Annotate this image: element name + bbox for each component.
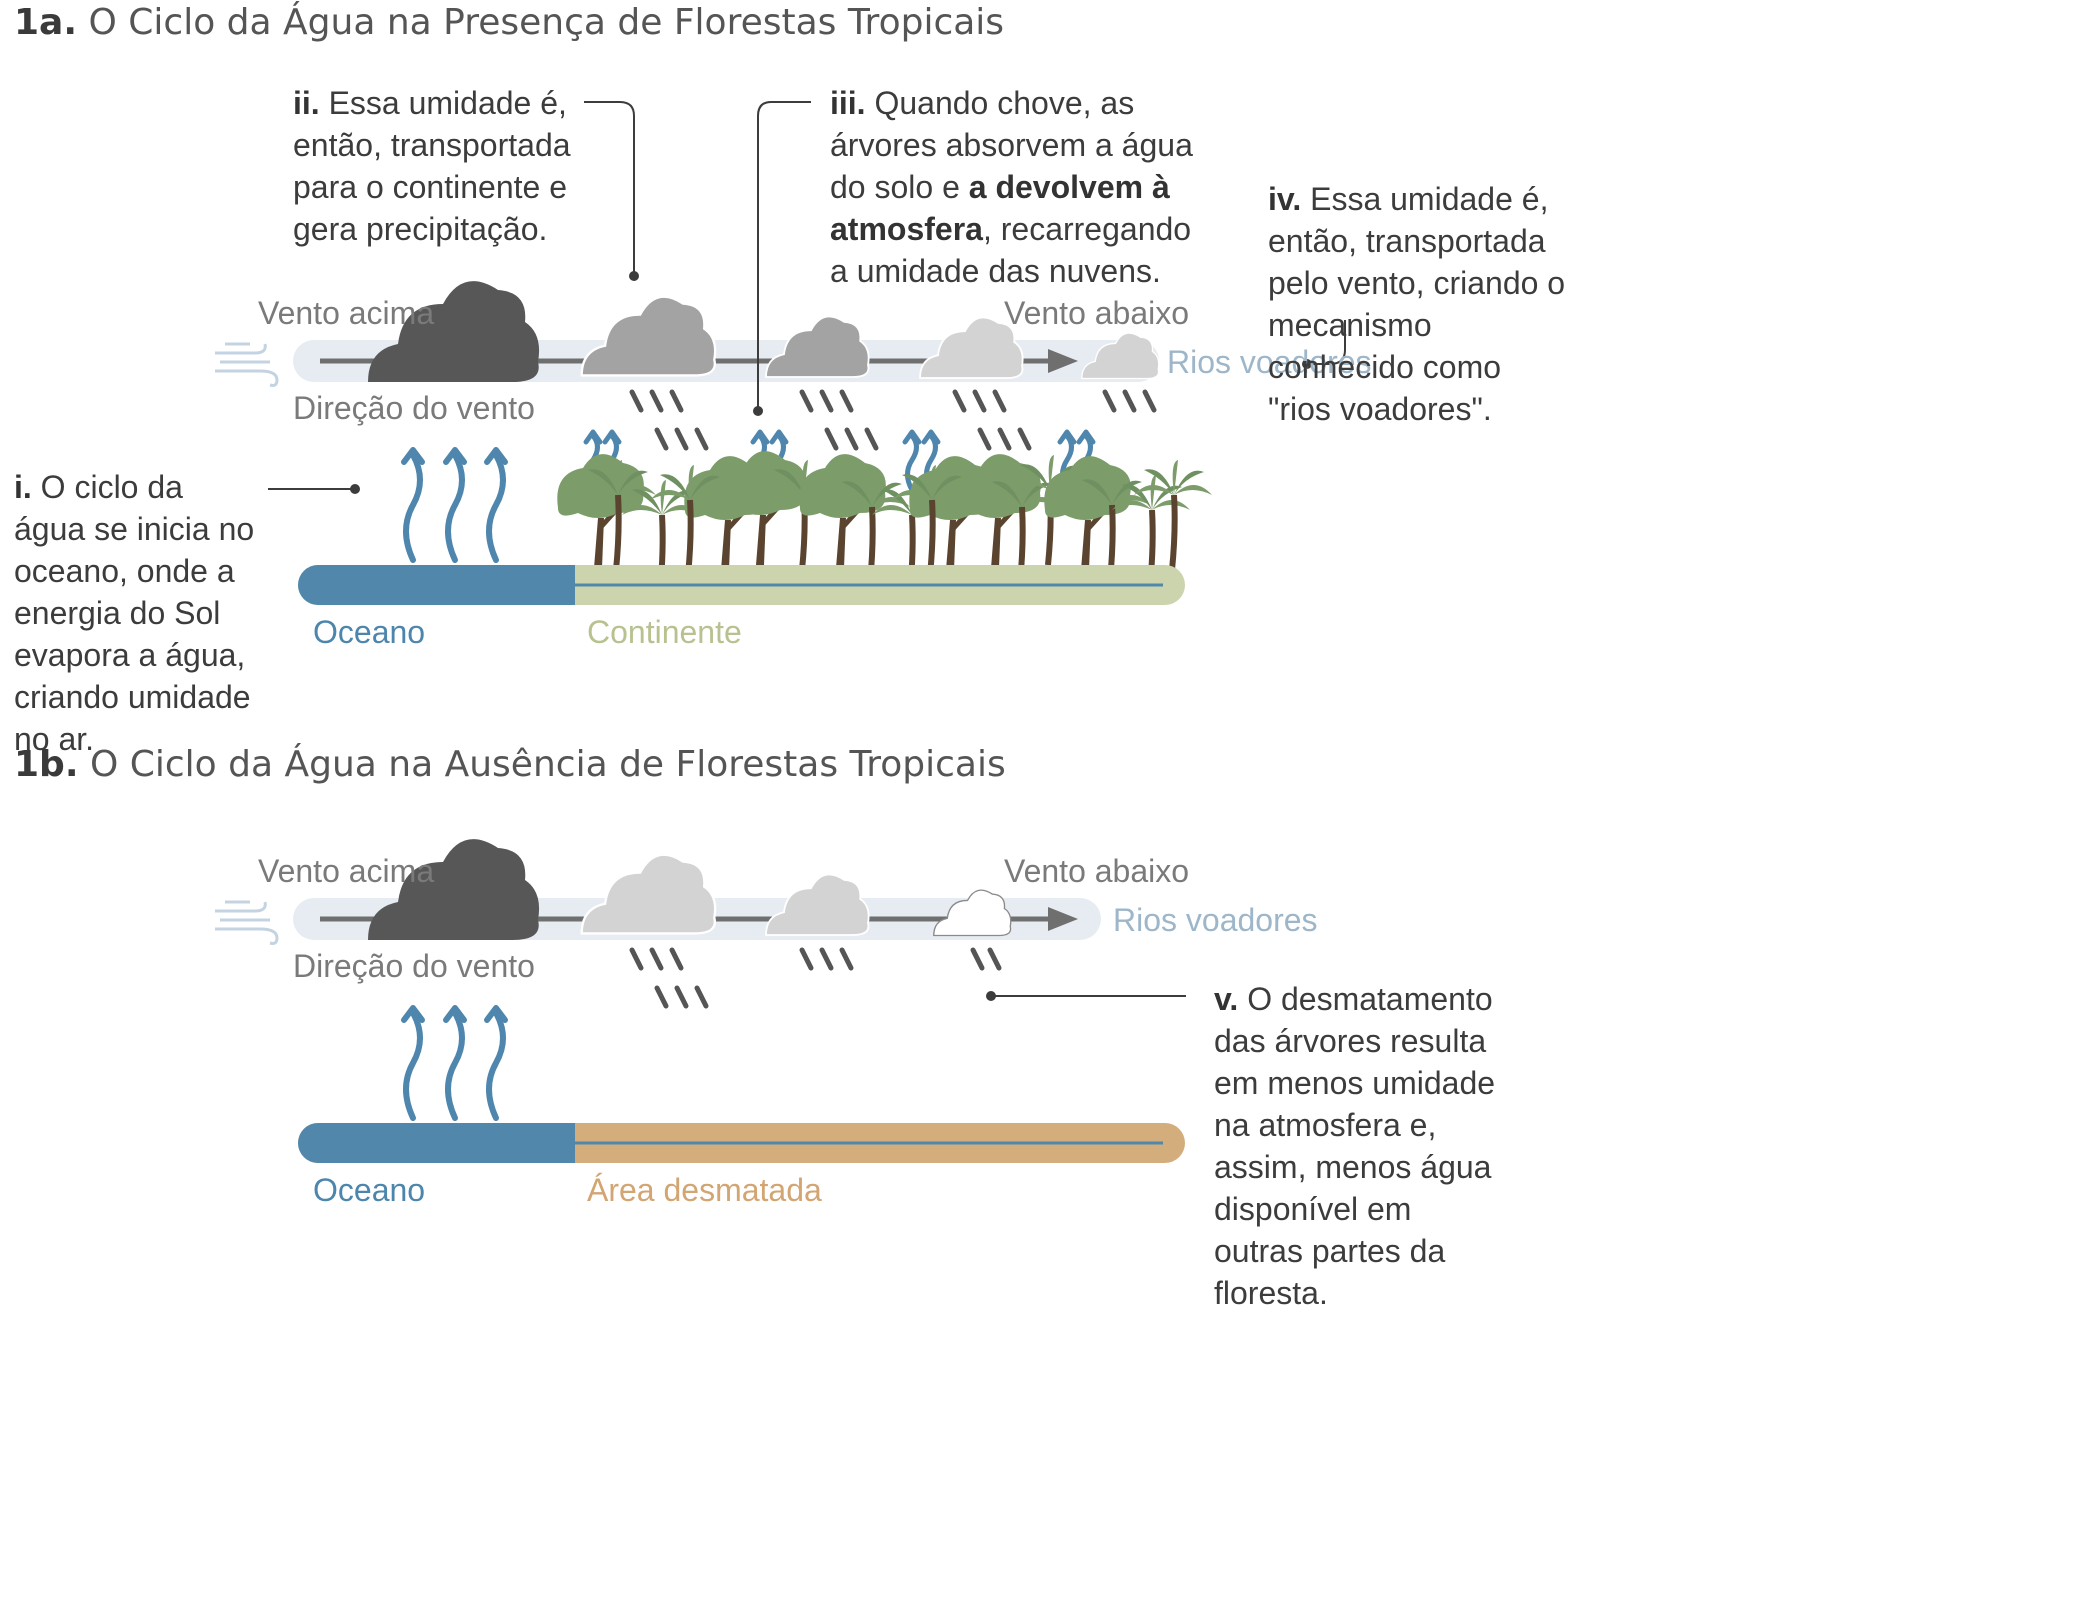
callout-dot — [986, 991, 996, 1001]
wind-direction-label: Direção do vento — [293, 948, 535, 984]
wind-up-label: Vento acima — [258, 295, 435, 331]
panel-b-title-prefix: 1b. — [14, 744, 79, 785]
note-i-number: i. — [14, 469, 32, 505]
note-iii-number: iii. — [830, 85, 866, 121]
rain-icon — [955, 392, 1029, 448]
rain-icon — [799, 947, 854, 971]
note-iv-text: Essa umidade é, então, transportada pelo… — [1268, 181, 1566, 427]
wind-icon — [213, 900, 279, 945]
note-i: i. O ciclo da água se inicia no oceano, … — [14, 466, 259, 760]
rain-icon — [802, 392, 876, 448]
note-ii-text: Essa umidade é, então, transportada para… — [293, 85, 571, 247]
note-v-text: O desmatamento das árvores resulta em me… — [1214, 981, 1496, 1311]
panel-a-title: 1a. O Ciclo da Água na Presença de Flore… — [14, 2, 1004, 43]
note-iii: iii. Quando chove, as árvores absorvem a… — [830, 82, 1210, 292]
ocean-bar — [298, 1123, 575, 1163]
flying-rivers-label: Rios voadores — [1167, 344, 1372, 380]
vapor-arrow-icon — [487, 450, 505, 560]
panel-a-diagram — [213, 101, 1346, 605]
wind-direction-label: Direção do vento — [293, 390, 535, 426]
panel-a-title-prefix: 1a. — [14, 2, 78, 43]
note-iii-text: Quando chove, as árvores absorvem a água… — [830, 85, 1193, 205]
cloud-medium — [580, 295, 717, 377]
vapor-arrow-icon — [446, 1008, 464, 1118]
panel-b-diagram — [213, 839, 1186, 1163]
callout-dot — [629, 271, 639, 281]
note-iii-text-end: , recarregando a umidade das nuvens. — [830, 211, 1192, 289]
ocean-label: Oceano — [313, 614, 426, 650]
note-i-text: O ciclo da água se inicia no oceano, ond… — [14, 469, 255, 757]
flying-rivers-label: Rios voadores — [1113, 902, 1318, 938]
vapor-arrow-icon — [404, 1008, 422, 1118]
ocean-bar — [298, 565, 575, 605]
panel-b-title-text: O Ciclo da Água na Ausência de Florestas… — [89, 744, 1006, 785]
rain-icon — [1102, 389, 1157, 413]
note-iv: iv. Essa umidade é, então, transportada … — [1268, 178, 1568, 430]
note-v-number: v. — [1214, 981, 1239, 1017]
arrowhead-icon — [1048, 349, 1078, 373]
cloud-light — [580, 853, 717, 935]
vapor-arrow-icon — [487, 1008, 505, 1118]
wind-icon — [213, 342, 279, 387]
arrowhead-icon — [1048, 907, 1078, 931]
wind-up-label: Vento acima — [258, 853, 435, 889]
note-v: v. O desmatamento das árvores resulta em… — [1214, 978, 1499, 1314]
rain-icon — [632, 392, 706, 448]
panel-a-title-text: O Ciclo da Água na Presença de Florestas… — [88, 2, 1005, 43]
vapor-arrow-icon — [404, 450, 422, 560]
note-ii-number: ii. — [293, 85, 320, 121]
callout-lines — [268, 101, 1346, 490]
panel-b-title: 1b. O Ciclo da Água na Ausência de Flore… — [14, 744, 1006, 785]
continent-label: Continente — [587, 614, 742, 650]
note-ii: ii. Essa umidade é, então, transportada … — [293, 82, 578, 250]
wind-down-label: Vento abaixo — [1004, 853, 1190, 889]
vapor-arrow-icon — [446, 450, 464, 560]
deforested-label: Área desmatada — [587, 1172, 822, 1208]
ocean-label: Oceano — [313, 1172, 426, 1208]
rain-icon — [632, 950, 706, 1006]
wind-down-label: Vento abaixo — [1004, 295, 1190, 331]
note-iii-bold: a devolvem à atmosfera — [830, 169, 1170, 247]
callout-dot — [1302, 359, 1312, 369]
note-iv-number: iv. — [1268, 181, 1302, 217]
rain-icon — [970, 947, 1002, 971]
callout-dot — [350, 484, 360, 494]
callout-dot — [753, 406, 763, 416]
